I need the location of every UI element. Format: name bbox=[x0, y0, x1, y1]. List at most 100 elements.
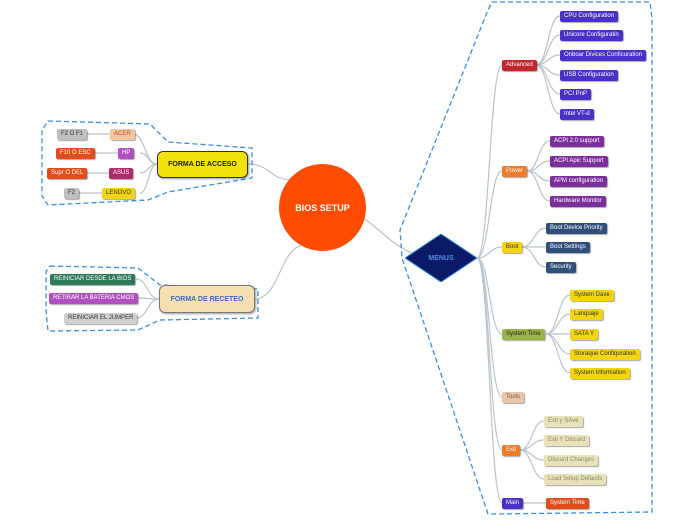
menu-category-label: Main bbox=[506, 500, 520, 506]
exit-item[interactable]: Discard Changes bbox=[544, 455, 599, 466]
menu-category-power[interactable]: Power bbox=[502, 166, 528, 177]
menu-category-exit[interactable]: Exit bbox=[502, 445, 521, 456]
advanced-item[interactable]: PCI PnP bbox=[560, 89, 592, 100]
exit-item-label: Load Setup Defaults bbox=[548, 476, 603, 482]
link-acceso-item bbox=[139, 163, 158, 194]
boot-item[interactable]: Boot Settings bbox=[546, 242, 590, 253]
exit-item-label: Discard Changes bbox=[548, 457, 595, 463]
system-time-item-label: Storaque Confiquration bbox=[574, 351, 636, 357]
link-category-item bbox=[545, 294, 571, 335]
reset-method-node[interactable]: REINICIAR DESDE LA BIOS bbox=[50, 274, 136, 285]
access-brand-label: HP bbox=[122, 150, 131, 156]
system-time-item[interactable]: Lanquaje bbox=[570, 309, 603, 320]
link-menus-category bbox=[476, 170, 503, 259]
link-receteo-item bbox=[135, 278, 160, 300]
system-time-item[interactable]: SATA Y bbox=[570, 329, 599, 340]
link-category-item bbox=[545, 333, 571, 355]
link-category-item bbox=[519, 449, 545, 480]
link-category-item bbox=[535, 64, 561, 115]
access-brand-node[interactable]: LENOVO bbox=[102, 188, 136, 199]
forma-de-acceso-label: FORMA DE ACCESO bbox=[168, 161, 237, 168]
bios-setup-center-node[interactable]: BIOS SETUP bbox=[279, 164, 366, 251]
link-category-item bbox=[535, 34, 561, 66]
reset-method-node[interactable]: RETIRAR LA BATERIA CMOS bbox=[49, 293, 139, 304]
access-key-node[interactable]: F2 O F1 bbox=[57, 129, 88, 140]
menus-label: MENUS bbox=[428, 254, 454, 262]
power-item[interactable]: ACPI Apic Support bbox=[550, 156, 608, 167]
menu-category-system-time[interactable]: System Time bbox=[502, 329, 545, 340]
system-time-item-label: System Information bbox=[574, 370, 626, 376]
menu-category-tools[interactable]: Tools bbox=[502, 392, 525, 403]
boot-item-label: Security bbox=[550, 264, 572, 270]
access-key-node[interactable]: F10 O ESC bbox=[56, 148, 95, 159]
access-brand-node[interactable]: ASUS bbox=[109, 168, 134, 179]
power-item[interactable]: Hardware Monitor bbox=[550, 196, 606, 207]
exit-item[interactable]: Exit y SAve bbox=[544, 416, 583, 427]
menu-category-label: Power bbox=[506, 168, 524, 174]
menu-category-boot[interactable]: Boot bbox=[502, 242, 523, 253]
boot-item-label: Boot Settings bbox=[550, 244, 586, 250]
forma-de-acceso-node[interactable]: FORMA DE ACCESO bbox=[157, 151, 248, 178]
advanced-item-label: Unicore Configuratin bbox=[564, 32, 619, 38]
advanced-item-label: CPU Configuration bbox=[564, 13, 615, 19]
access-brand-node[interactable]: HP bbox=[118, 148, 135, 159]
menus-diamond-shape bbox=[405, 234, 477, 282]
power-item-label: Hardware Monitor bbox=[554, 198, 602, 204]
access-key-label: F2 O F1 bbox=[61, 131, 84, 137]
access-key-label: Supr O DEL bbox=[51, 170, 84, 176]
system-time-item[interactable]: System Information bbox=[570, 368, 630, 379]
link-category-item bbox=[521, 246, 547, 268]
main-item[interactable]: System Time bbox=[546, 498, 589, 509]
exit-item[interactable]: Load Setup Defaults bbox=[544, 474, 607, 485]
link-center-acceso bbox=[247, 163, 293, 181]
exit-item[interactable]: Exit Y Discard bbox=[544, 435, 590, 446]
link-category-item bbox=[526, 170, 551, 202]
menu-category-label: Boot bbox=[506, 244, 519, 250]
boot-item-label: Boot Device Priority bbox=[550, 225, 603, 231]
power-item-label: ACPI 2.0 support bbox=[554, 138, 600, 144]
advanced-item[interactable]: USB Configuration bbox=[560, 70, 618, 81]
link-menus-category bbox=[476, 257, 503, 335]
boot-item[interactable]: Security bbox=[546, 262, 576, 273]
access-brand-node[interactable]: ACER bbox=[110, 129, 135, 140]
advanced-item-label: PCI PnP bbox=[564, 91, 588, 97]
receteo-group-boundary bbox=[45, 265, 259, 332]
menu-category-label: Advanced bbox=[506, 62, 533, 68]
main-item-label: System Time bbox=[550, 500, 585, 506]
reset-method-label: REINICIAR EL JUMPER bbox=[68, 315, 134, 321]
menu-category-label: Exit bbox=[506, 447, 517, 453]
link-menus-category bbox=[476, 257, 503, 451]
exit-item-label: Exit y SAve bbox=[548, 418, 579, 424]
advanced-item[interactable]: Onboar Divices Conficuration bbox=[560, 50, 647, 61]
forma-de-receteo-node[interactable]: FORMA DE RECETEO bbox=[159, 285, 255, 313]
link-acceso-item bbox=[132, 133, 158, 165]
advanced-item-label: Intel VT-d bbox=[564, 111, 590, 117]
menus-node[interactable]: MENUS bbox=[405, 234, 477, 282]
menu-category-advanced[interactable]: Advanced bbox=[502, 60, 537, 71]
advanced-item[interactable]: CPU Configuration bbox=[560, 11, 619, 22]
menu-category-label: System Time bbox=[506, 331, 541, 337]
link-category-item bbox=[526, 140, 551, 172]
access-key-node[interactable]: Supr O DEL bbox=[47, 168, 88, 179]
power-item[interactable]: ACPI 2.0 support bbox=[550, 136, 604, 147]
advanced-item[interactable]: Unicore Configuratin bbox=[560, 30, 623, 41]
boot-item[interactable]: Boot Device Priority bbox=[546, 223, 607, 234]
reset-method-label: REINICIAR DESDE LA BIOS bbox=[54, 276, 132, 282]
system-time-item-label: Lanquaje bbox=[574, 311, 599, 317]
link-category-item bbox=[521, 227, 547, 248]
advanced-item-label: Onboar Divices Conficuration bbox=[564, 52, 643, 58]
reset-method-node[interactable]: REINICIAR EL JUMPER bbox=[64, 313, 138, 324]
advanced-item[interactable]: Intel VT-d bbox=[560, 109, 594, 120]
reset-method-label: RETIRAR LA BATERIA CMOS bbox=[53, 295, 135, 301]
bios-setup-label: BIOS SETUP bbox=[295, 202, 350, 213]
access-key-label: F2 bbox=[68, 190, 76, 196]
menu-category-main[interactable]: Main bbox=[502, 498, 524, 509]
system-time-item[interactable]: Storaque Confiquration bbox=[570, 349, 640, 360]
access-brand-label: LENOVO bbox=[106, 190, 132, 196]
link-category-item bbox=[545, 333, 571, 374]
exit-item-label: Exit Y Discard bbox=[548, 437, 586, 443]
power-item[interactable]: APM configuration bbox=[550, 176, 608, 187]
system-time-item[interactable]: System Dave bbox=[570, 290, 614, 301]
access-key-node[interactable]: F2 bbox=[64, 188, 80, 199]
